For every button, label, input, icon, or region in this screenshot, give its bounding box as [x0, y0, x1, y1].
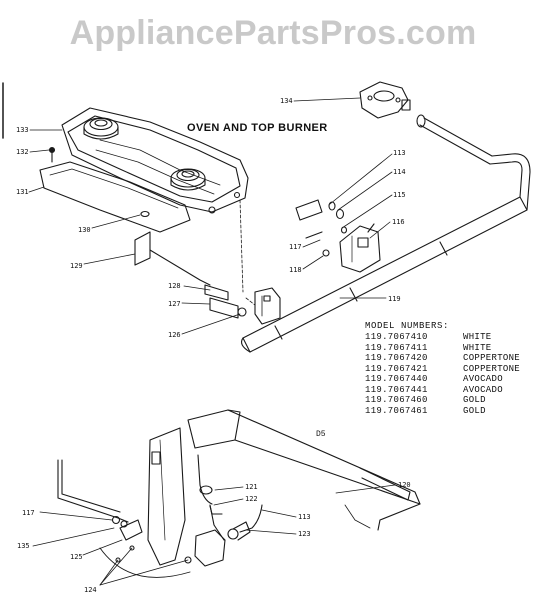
- model-color: GOLD: [463, 395, 486, 405]
- burner-head-front: [170, 168, 206, 191]
- diagram-title: OVEN AND TOP BURNER: [187, 122, 328, 134]
- callout-115: 115: [393, 191, 406, 199]
- model-color: WHITE: [463, 332, 492, 342]
- tray-port-1: [208, 206, 216, 214]
- model-number: 119.7067421: [365, 363, 428, 374]
- callout-113-upper: 113: [393, 149, 406, 157]
- leader-lines: [28, 97, 396, 586]
- model-row: 119.7067460 GOLD: [365, 395, 543, 406]
- callout-121: 121: [245, 483, 258, 491]
- callout-129: 129: [70, 262, 83, 270]
- callout-122: 122: [245, 495, 258, 503]
- tray-port-2: [233, 191, 241, 199]
- model-number: 119.7067440: [365, 374, 428, 384]
- callout-123: 123: [298, 530, 311, 538]
- watermark: AppliancePartsPros.com: [69, 14, 477, 52]
- page-tag: D5: [316, 430, 326, 439]
- model-row: 119.7067411 WHITE: [365, 343, 543, 354]
- tube-nuts: [115, 519, 143, 563]
- model-number: 119.7067411: [365, 342, 428, 353]
- orifice-parts: [295, 199, 348, 257]
- gas-line-loop: [99, 547, 191, 578]
- model-color: COPPERTONE: [463, 353, 521, 363]
- callout-127: 127: [168, 300, 181, 308]
- model-row: 119.7067420 COPPERTONE: [365, 353, 543, 364]
- assembly-guide-line-1: [239, 199, 244, 293]
- oven-valve: [339, 223, 381, 273]
- model-color: WHITE: [463, 342, 492, 353]
- top-burner-valve: [254, 287, 281, 325]
- burner-tray: [61, 107, 249, 213]
- model-color: AVOCADO: [463, 374, 503, 384]
- model-row: 119.7067410 WHITE: [365, 332, 543, 343]
- callout-130: 130: [78, 226, 91, 234]
- model-number: 119.7067410: [365, 332, 428, 342]
- model-number: 119.7067441: [365, 384, 428, 395]
- washer: [140, 210, 150, 218]
- model-number: 119.7067420: [365, 353, 428, 363]
- callout-116: 116: [392, 218, 405, 226]
- callout-133: 133: [16, 126, 29, 134]
- model-row: 119.7067421 COPPERTONE: [365, 364, 543, 375]
- bracket: [134, 231, 211, 286]
- model-row: 119.7067461 GOLD: [365, 406, 543, 417]
- callout-120: 120: [398, 481, 411, 489]
- model-color: COPPERTONE: [463, 363, 521, 374]
- callout-134: 134: [280, 97, 293, 105]
- callout-117-upper: 117: [289, 243, 302, 251]
- callout-135: 135: [17, 542, 30, 550]
- callout-132: 132: [16, 148, 29, 156]
- model-row: 119.7067441 AVOCADO: [365, 385, 543, 396]
- callout-117-lower: 117: [22, 509, 35, 517]
- pressure-regulator: [359, 81, 411, 119]
- pilot-assembly: [204, 284, 247, 319]
- flex-tube: [57, 459, 129, 528]
- callout-113-lower: 113: [298, 513, 311, 521]
- burner-head-rear: [83, 117, 119, 140]
- callout-118: 118: [289, 266, 302, 274]
- screw: [48, 146, 56, 163]
- callout-114: 114: [393, 168, 406, 176]
- gas-supply-tube: [416, 114, 531, 211]
- oven-valve-body: [147, 427, 186, 566]
- thermostat-housing: [187, 409, 421, 531]
- assembly-guide-line-2: [245, 297, 256, 306]
- model-color: AVOCADO: [463, 384, 503, 395]
- model-number: 119.7067461: [365, 405, 428, 416]
- callout-119: 119: [388, 295, 401, 303]
- safety-valve: [184, 521, 251, 567]
- callout-131: 131: [16, 188, 29, 196]
- model-row: 119.7067440 AVOCADO: [365, 374, 543, 385]
- callout-128: 128: [168, 282, 181, 290]
- model-color: GOLD: [463, 405, 486, 416]
- model-numbers-heading: MODEL NUMBERS:: [365, 321, 450, 331]
- heat-shield: [39, 161, 191, 233]
- callout-124: 124: [84, 586, 97, 594]
- model-number: 119.7067460: [365, 395, 428, 405]
- capillary-tube: [197, 454, 263, 541]
- callout-125: 125: [70, 553, 83, 561]
- callout-126: 126: [168, 331, 181, 339]
